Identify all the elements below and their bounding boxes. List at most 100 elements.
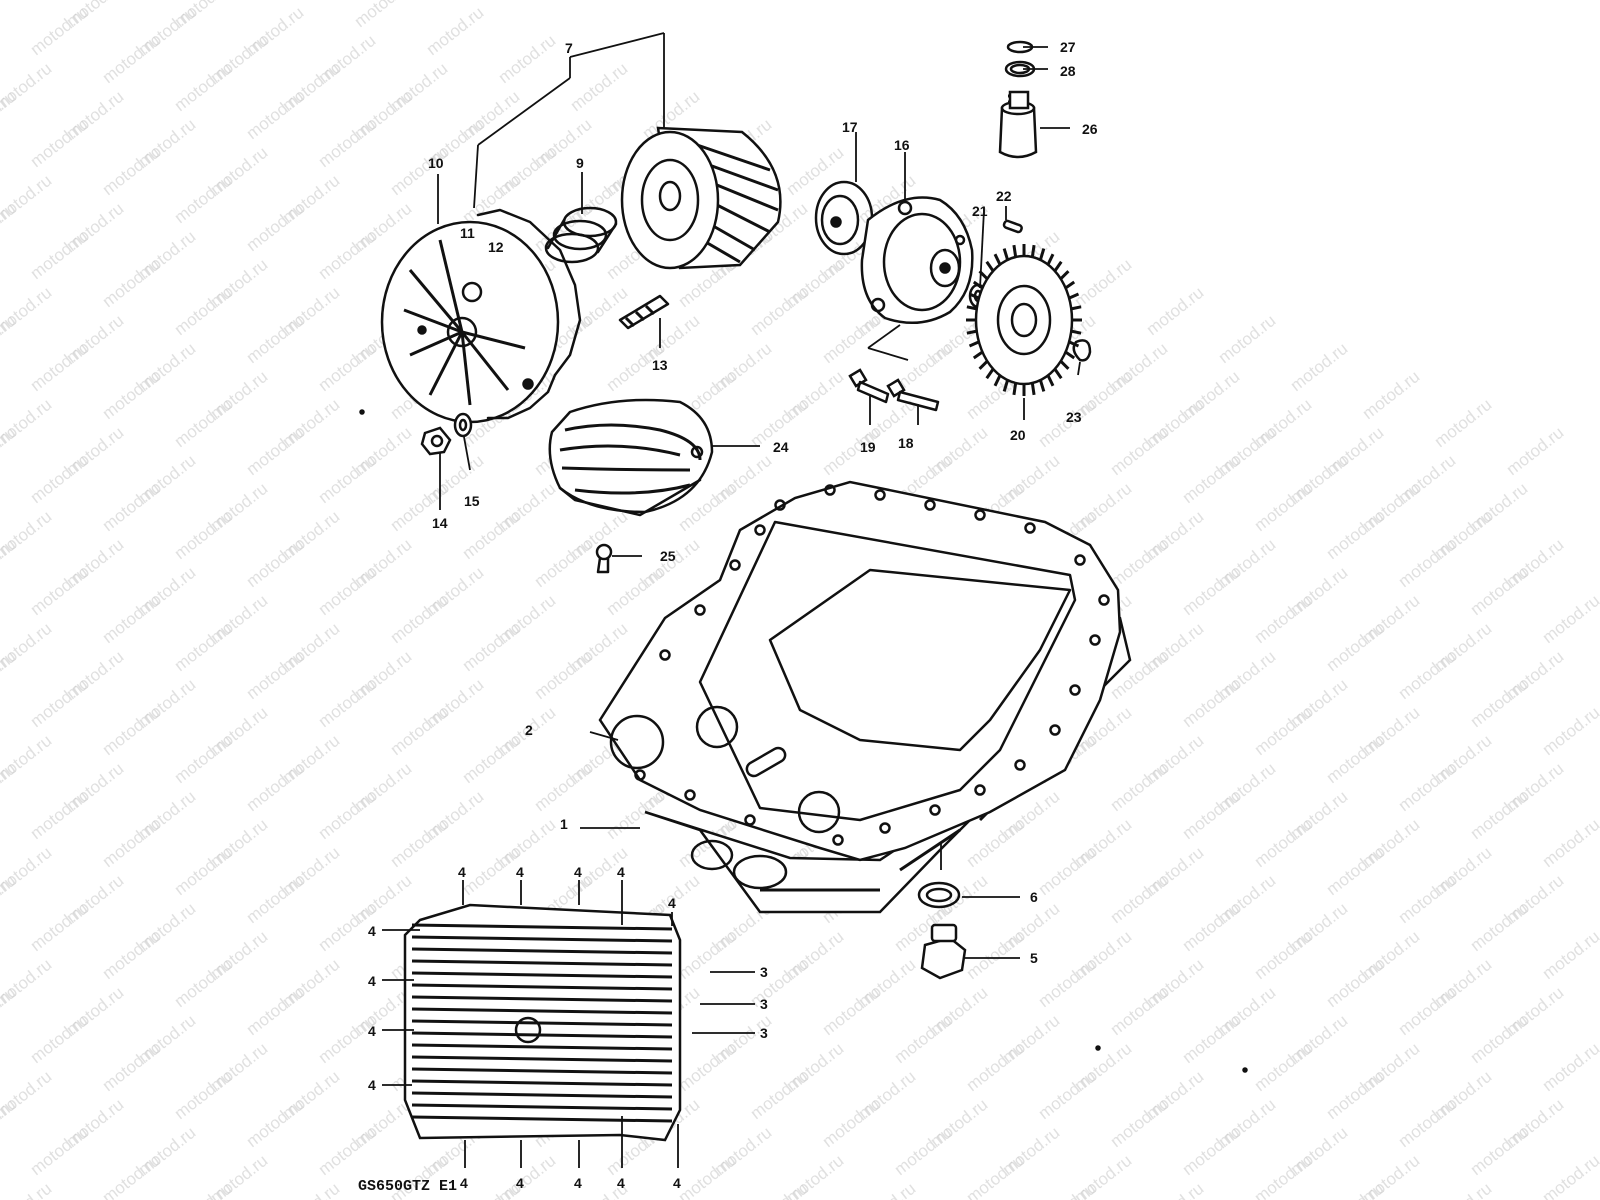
oil-filter-element xyxy=(620,126,782,270)
watermark-text: motod.ru xyxy=(171,171,236,227)
watermark-text: motod.ru xyxy=(819,1095,884,1151)
callout-4: 4 xyxy=(617,1175,625,1191)
watermark-text: motod.ru xyxy=(747,1179,812,1200)
watermark-text: motod.ru xyxy=(459,843,524,899)
watermark-text: motod.ru xyxy=(99,815,164,871)
watermark-text: motod.ru xyxy=(1323,619,1388,675)
watermark-text: motod.ru xyxy=(99,927,164,983)
watermark-text: motod.ru xyxy=(99,255,164,311)
watermark-text: motod.ru xyxy=(1107,759,1172,815)
watermark-text: motod.ru xyxy=(1215,311,1280,367)
watermark-text: motod.ru xyxy=(1107,871,1172,927)
callout-15: 15 xyxy=(464,493,480,509)
callout-4: 4 xyxy=(516,1175,524,1191)
watermark-text: motod.ru xyxy=(315,451,380,507)
watermark-text: motod.ru xyxy=(963,815,1028,871)
watermark-text: motod.ru xyxy=(1431,1179,1496,1200)
watermark-text: motod.ru xyxy=(1251,815,1316,871)
callout-3: 3 xyxy=(760,996,768,1012)
watermark-text: motod.ru xyxy=(459,619,524,675)
strainer-bolt xyxy=(595,543,613,574)
watermark-text: motod.ru xyxy=(171,843,236,899)
callout-14: 14 xyxy=(432,515,448,531)
watermark-text: motod.ru xyxy=(387,703,452,759)
watermark-text: motod.ru xyxy=(531,759,596,815)
callout-4: 4 xyxy=(368,973,376,989)
watermark-text: motod.ru xyxy=(27,3,92,59)
watermark-text: motod.ru xyxy=(423,3,488,59)
watermark-text: motod.ru xyxy=(279,1179,344,1200)
callout-4: 4 xyxy=(368,923,376,939)
stud-bolt xyxy=(618,294,670,330)
watermark-text: motod.ru xyxy=(0,0,19,31)
callout-13: 13 xyxy=(652,357,668,373)
watermark-text: motod.ru xyxy=(531,535,596,591)
watermark-text: motod.ru xyxy=(459,731,524,787)
watermark-text: motod.ru xyxy=(243,759,308,815)
watermark-text: motod.ru xyxy=(171,395,236,451)
callout-23: 23 xyxy=(1066,409,1082,425)
callout-4: 4 xyxy=(574,1175,582,1191)
leader-lines xyxy=(382,32,1081,1168)
watermark-text: motod.ru xyxy=(1467,1011,1532,1067)
watermark-text: motod.ru xyxy=(1251,479,1316,535)
watermark-text: motod.ru xyxy=(27,115,92,171)
watermark-text: motod.ru xyxy=(747,283,812,339)
callout-18: 18 xyxy=(898,435,914,451)
callout-5: 5 xyxy=(1030,950,1038,966)
callout-22: 22 xyxy=(996,188,1012,204)
watermark-text: motod.ru xyxy=(243,1095,308,1151)
watermark-text: motod.ru xyxy=(387,143,452,199)
pump-bolt-short xyxy=(848,368,890,404)
callout-19: 19 xyxy=(860,439,876,455)
watermark-text: motod.ru xyxy=(243,423,308,479)
watermark-text: motod.ru xyxy=(1071,255,1136,311)
callout-11: 11 xyxy=(460,225,475,241)
watermark-text: motod.ru xyxy=(27,899,92,955)
watermark-text: motod.ru xyxy=(1395,535,1460,591)
callout-16: 16 xyxy=(894,137,910,153)
watermark-text: motod.ru xyxy=(1179,899,1244,955)
watermark-text: motod.ru xyxy=(27,787,92,843)
watermark-text: motod.ru xyxy=(171,1179,236,1200)
watermark-text: motod.ru xyxy=(963,1039,1028,1095)
watermark-text: motod.ru xyxy=(27,563,92,619)
watermark-text: motod.ru xyxy=(1431,395,1496,451)
watermark-text: motod.ru xyxy=(1143,1179,1208,1200)
watermark-text: motod.ru xyxy=(1035,1067,1100,1123)
watermark-text: motod.ru xyxy=(1539,1151,1600,1200)
watermark-text: motod.ru xyxy=(171,955,236,1011)
watermark-text: motod.ru xyxy=(1467,899,1532,955)
watermark-text: motod.ru xyxy=(1251,591,1316,647)
callout-4: 4 xyxy=(368,1077,376,1093)
callout-2: 2 xyxy=(525,722,533,738)
callout-1: 1 xyxy=(560,816,568,832)
callout-21: 21 xyxy=(972,203,988,219)
callout-17: 17 xyxy=(842,119,858,135)
watermark-text: motod.ru xyxy=(1107,423,1172,479)
watermark-text: motod.ru xyxy=(891,1011,956,1067)
watermark-text: motod.ru xyxy=(1143,283,1208,339)
callout-4: 4 xyxy=(617,864,625,880)
watermark-text: motod.ru xyxy=(1323,955,1388,1011)
callout-4: 4 xyxy=(458,864,466,880)
watermark-text: motod.ru xyxy=(1035,843,1100,899)
watermark-text: motod.ru xyxy=(315,563,380,619)
watermark-text: motod.ru xyxy=(459,171,524,227)
watermark-text: motod.ru xyxy=(99,1151,164,1200)
drain-plug xyxy=(920,923,967,980)
gear-circlip xyxy=(1072,339,1092,362)
watermark-text: motod.ru xyxy=(387,815,452,871)
filter-spring xyxy=(544,206,618,264)
watermark-text: motod.ru xyxy=(99,143,164,199)
watermark-text: motod.ru xyxy=(387,591,452,647)
watermark-text: motod.ru xyxy=(1251,1039,1316,1095)
oil-pipe-union xyxy=(998,90,1038,159)
callout-4: 4 xyxy=(574,864,582,880)
pump-pin xyxy=(1002,219,1023,234)
callout-20: 20 xyxy=(1010,427,1026,443)
watermark-text: motod.ru xyxy=(963,927,1028,983)
watermark-text: motod.ru xyxy=(171,1067,236,1123)
oil-pan-gasket xyxy=(598,480,1122,862)
